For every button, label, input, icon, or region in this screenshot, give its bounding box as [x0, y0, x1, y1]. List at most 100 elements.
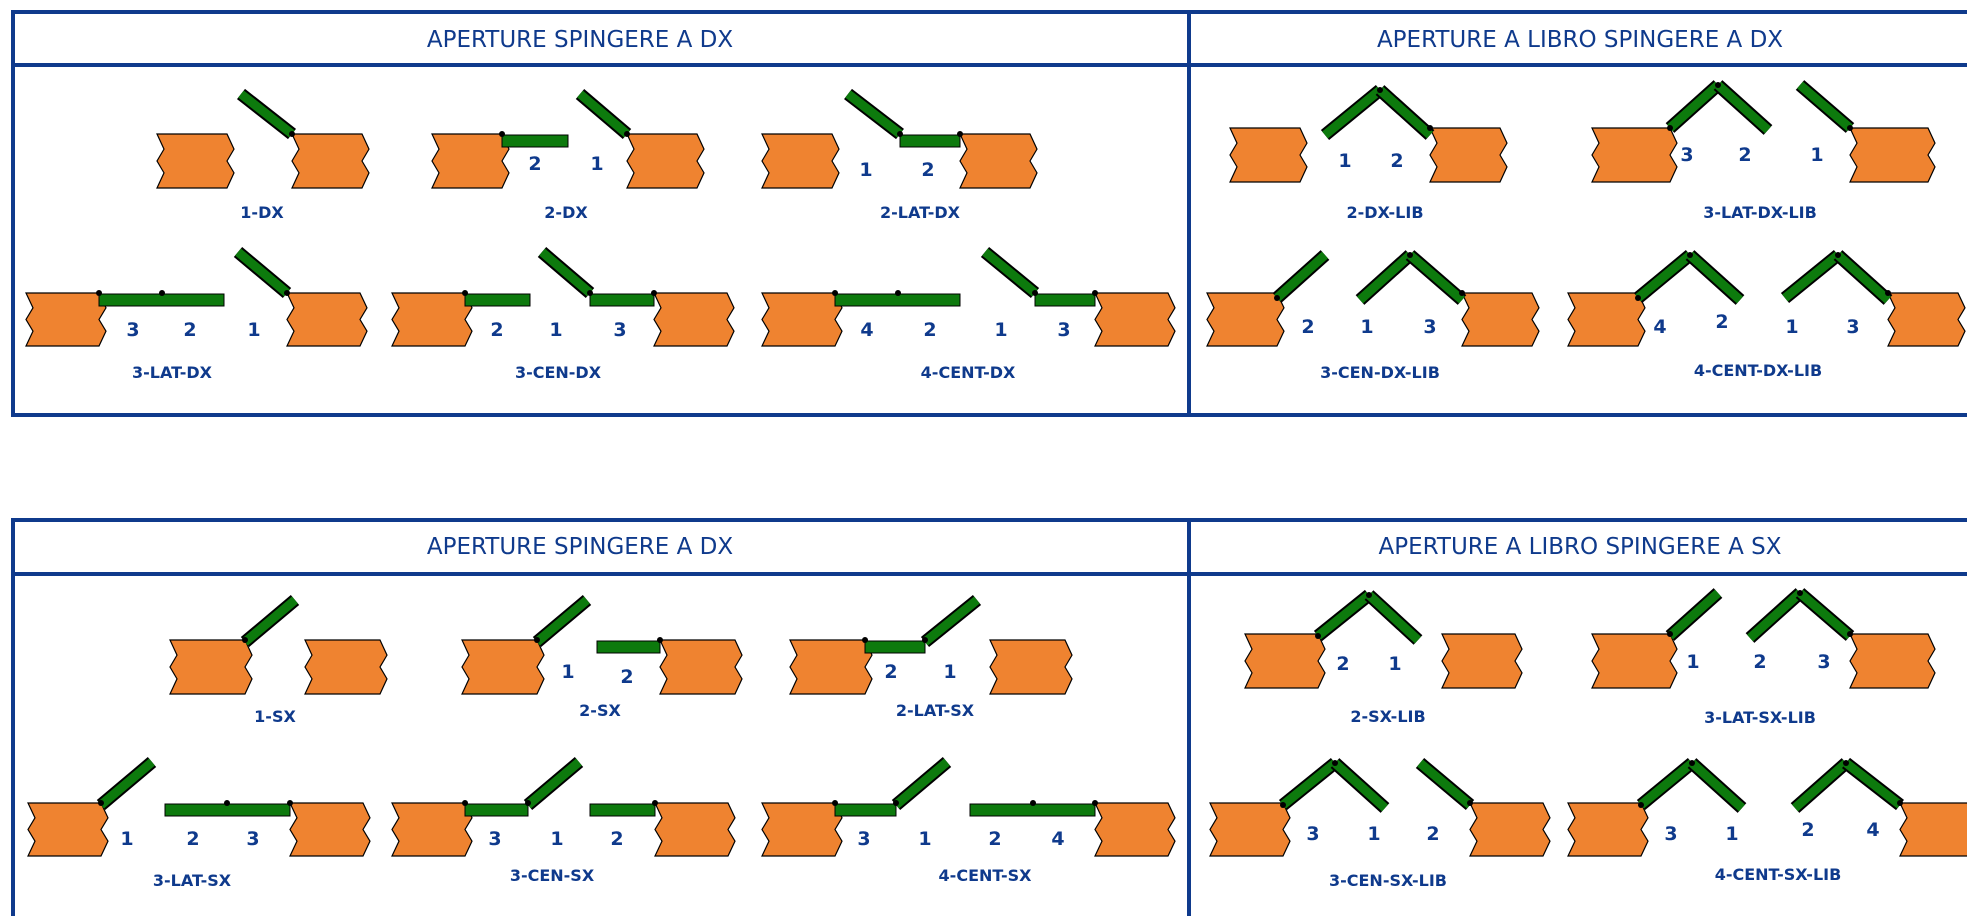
door-leaf-open	[1714, 81, 1772, 134]
hinge-dot	[1635, 295, 1641, 301]
wall-jamb	[1469, 802, 1551, 857]
hinge-dot	[499, 131, 505, 137]
leaf-number: 2	[923, 319, 936, 341]
wall-jamb	[27, 802, 109, 857]
door-leaf-open	[1834, 251, 1892, 304]
top-frame	[11, 10, 1967, 417]
hinge-dot	[893, 800, 899, 806]
leaf-number: 1	[1388, 653, 1401, 675]
door-leaf-closed	[864, 640, 926, 654]
leaf-number: 2	[490, 319, 503, 341]
wall-jamb	[169, 639, 253, 695]
leaf-number: 2	[183, 319, 196, 341]
hinge-dot	[1467, 800, 1473, 806]
wall-jamb	[391, 802, 473, 857]
door-leaf-closed	[464, 803, 529, 817]
wall-jamb	[1461, 292, 1540, 347]
door-leaf-open	[1407, 251, 1465, 304]
hinge-dot	[1638, 802, 1644, 808]
config-label: 4-CENT-DX-LIB	[1694, 361, 1822, 380]
leaf-number: 1	[1810, 144, 1823, 166]
wall-jamb	[289, 802, 371, 857]
leaf-number: 4	[1866, 819, 1879, 841]
hinge-dot	[1835, 252, 1841, 258]
hinge-dot	[1092, 290, 1098, 296]
door-leaf-open	[1797, 81, 1853, 132]
config-label: 4-CENT-DX	[921, 363, 1016, 382]
wall-jamb	[431, 133, 510, 189]
leaf-number: 2	[1390, 150, 1403, 172]
door-leaf-open	[1356, 251, 1414, 304]
hinge-dot	[1715, 82, 1721, 88]
hinge-dot	[1377, 87, 1383, 93]
hinge-dot	[1030, 800, 1036, 806]
leaf-number: 2	[528, 153, 541, 175]
config-label: 3-LAT-SX-LIB	[1704, 708, 1816, 727]
door-leaf-open	[98, 758, 155, 809]
door-leaf-open	[525, 758, 582, 809]
door-leaf-open	[845, 90, 903, 138]
panel-title-bottom-right: APERTURE A LIBRO SPINGERE A SX	[1378, 534, 1781, 560]
leaf-number: 1	[247, 319, 260, 341]
config-label: 1-SX	[254, 707, 296, 726]
door-leaf-open	[1746, 589, 1804, 642]
door-leaf-closed	[464, 293, 531, 307]
bottom-frame	[11, 518, 1967, 916]
wall-jamb	[659, 639, 743, 695]
wall-jamb	[654, 802, 736, 857]
config-label: 1-DX	[240, 203, 284, 222]
config-label: 3-LAT-DX-LIB	[1703, 203, 1817, 222]
wall-jamb	[789, 639, 873, 695]
wall-jamb	[1206, 292, 1285, 347]
hinge-dot	[1032, 290, 1038, 296]
hinge-dot	[1315, 633, 1321, 639]
door-leaf-open	[238, 90, 295, 138]
door-leaf-open	[1666, 81, 1722, 132]
wall-jamb	[959, 133, 1038, 189]
hinge-dot	[1427, 125, 1433, 131]
leaf-number: 1	[943, 661, 956, 683]
leaf-number: 2	[1801, 819, 1814, 841]
panel-title-top-left: APERTURE SPINGERE A DX	[427, 27, 734, 53]
leaf-number: 1	[1338, 150, 1351, 172]
hinge-dot	[462, 800, 468, 806]
hinge-dot	[462, 290, 468, 296]
panel-title-bottom-left: APERTURE SPINGERE A DX	[427, 534, 734, 560]
door-leaf-open	[893, 758, 950, 809]
door-leaf-open	[534, 596, 590, 646]
wall-jamb	[1849, 633, 1936, 689]
door-leaf-open	[1417, 759, 1473, 809]
leaf-number: 3	[1846, 316, 1859, 338]
wall-jamb	[1244, 633, 1326, 689]
leaf-number: 3	[1423, 316, 1436, 338]
hinge-dot	[1797, 590, 1803, 596]
config-label: 2-DX-LIB	[1346, 203, 1423, 222]
leaf-number: 2	[1301, 316, 1314, 338]
leaf-number: 4	[1051, 828, 1064, 850]
hinge-dot	[1366, 592, 1372, 598]
door-leaf-open	[539, 248, 593, 297]
wall-jamb	[304, 639, 388, 695]
hinge-dot	[1667, 631, 1673, 637]
leaf-number: 1	[918, 828, 931, 850]
leaf-number: 2	[1753, 651, 1766, 673]
leaf-number: 3	[1664, 823, 1677, 845]
wall-jamb	[761, 292, 843, 347]
wall-jamb	[626, 133, 705, 189]
leaf-number: 3	[1680, 144, 1693, 166]
door-leaf-open	[1686, 251, 1744, 304]
wall-jamb	[391, 292, 473, 347]
leaf-number: 1	[1686, 651, 1699, 673]
hinge-dot	[657, 637, 663, 643]
leaf-number: 3	[126, 319, 139, 341]
leaf-number: 2	[186, 828, 199, 850]
leaf-number: 1	[1360, 316, 1373, 338]
wall-jamb	[1209, 802, 1291, 857]
door-leaf-closed	[501, 134, 569, 148]
door-leaf-open	[1688, 759, 1746, 812]
hinge-dot	[96, 290, 102, 296]
hinge-dot	[1689, 760, 1695, 766]
hinge-dot	[1667, 125, 1673, 131]
door-leaf-open	[1365, 591, 1422, 644]
door-leaf-open	[242, 596, 298, 646]
